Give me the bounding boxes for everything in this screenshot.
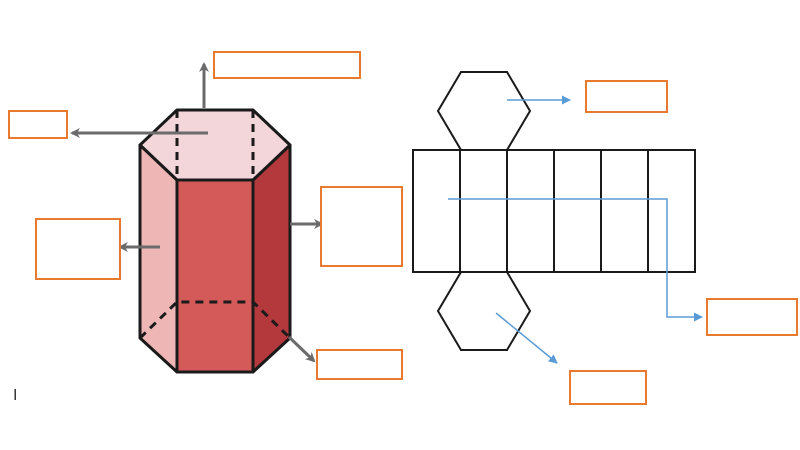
label-box-top-face[interactable] — [213, 51, 361, 79]
label-box-left-face[interactable] — [35, 218, 121, 280]
net-top-hexagon — [436, 71, 532, 151]
prism-left-face — [138, 143, 179, 374]
label-box-top-edge[interactable] — [8, 110, 68, 139]
prism-bottom-hidden-edges — [138, 300, 292, 340]
arrow-net-bottom — [495, 312, 558, 364]
net-bottom-hexagon — [436, 271, 532, 351]
prism-net — [412, 71, 696, 351]
prism-front-face — [175, 178, 255, 374]
label-box-net-top-hexagon[interactable] — [585, 80, 668, 113]
label-box-net-rectangle[interactable] — [706, 298, 798, 336]
prism-right-face — [251, 143, 292, 374]
label-box-net-bottom-hexagon[interactable] — [569, 370, 647, 405]
label-box-right-face[interactable] — [320, 186, 403, 267]
label-box-vertex[interactable] — [316, 349, 403, 380]
prism-arrows — [70, 62, 324, 363]
arrow-vertex — [287, 335, 316, 363]
hexagonal-prism — [138, 108, 292, 374]
net-arrows — [448, 95, 703, 364]
arrow-net-rectangle — [448, 198, 703, 322]
text-cursor: I — [13, 387, 18, 404]
